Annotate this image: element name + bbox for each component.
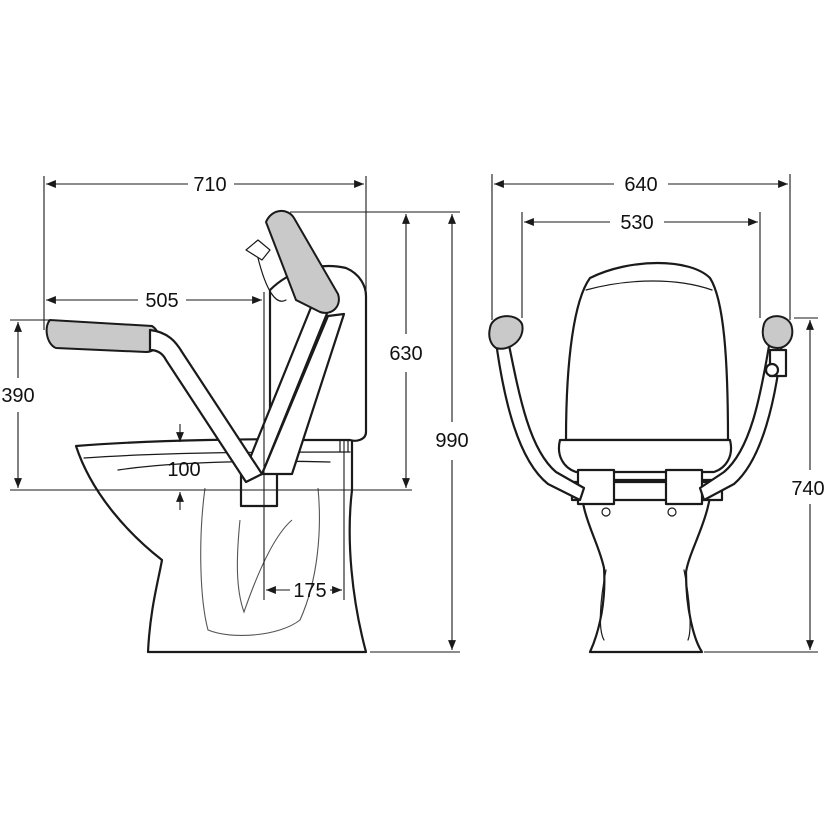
dim-inner-width: 530 [620, 212, 653, 234]
dim-pivot-offset: 175 [293, 580, 326, 602]
side-bowl [74, 438, 368, 654]
side-trap-line [200, 487, 320, 636]
front-seat [557, 438, 733, 474]
front-tank [564, 261, 730, 442]
front-arm-left [494, 338, 586, 502]
side-view: 710 505 390 100 175 630 990 [1, 174, 469, 654]
front-arm-right-grip [761, 315, 794, 350]
front-arm-left-grip [488, 315, 524, 350]
side-arm-lowered-grip [45, 318, 161, 354]
dim-overall-depth: 710 [193, 174, 226, 196]
dim-armrest-reach: 505 [145, 290, 178, 312]
dim-overall-width: 640 [624, 174, 657, 196]
side-arm-raised-grip [264, 210, 340, 314]
dim-seat-height: 740 [791, 478, 824, 500]
dim-total-height: 990 [435, 430, 468, 452]
dim-armrest-height: 390 [1, 385, 34, 407]
front-view: 640 530 740 [488, 174, 825, 654]
dim-raised-height: 630 [389, 343, 422, 365]
front-pedestal [578, 478, 714, 654]
dim-armrest-raise: 100 [167, 459, 200, 481]
side-arm-lowered-tube [148, 328, 264, 484]
